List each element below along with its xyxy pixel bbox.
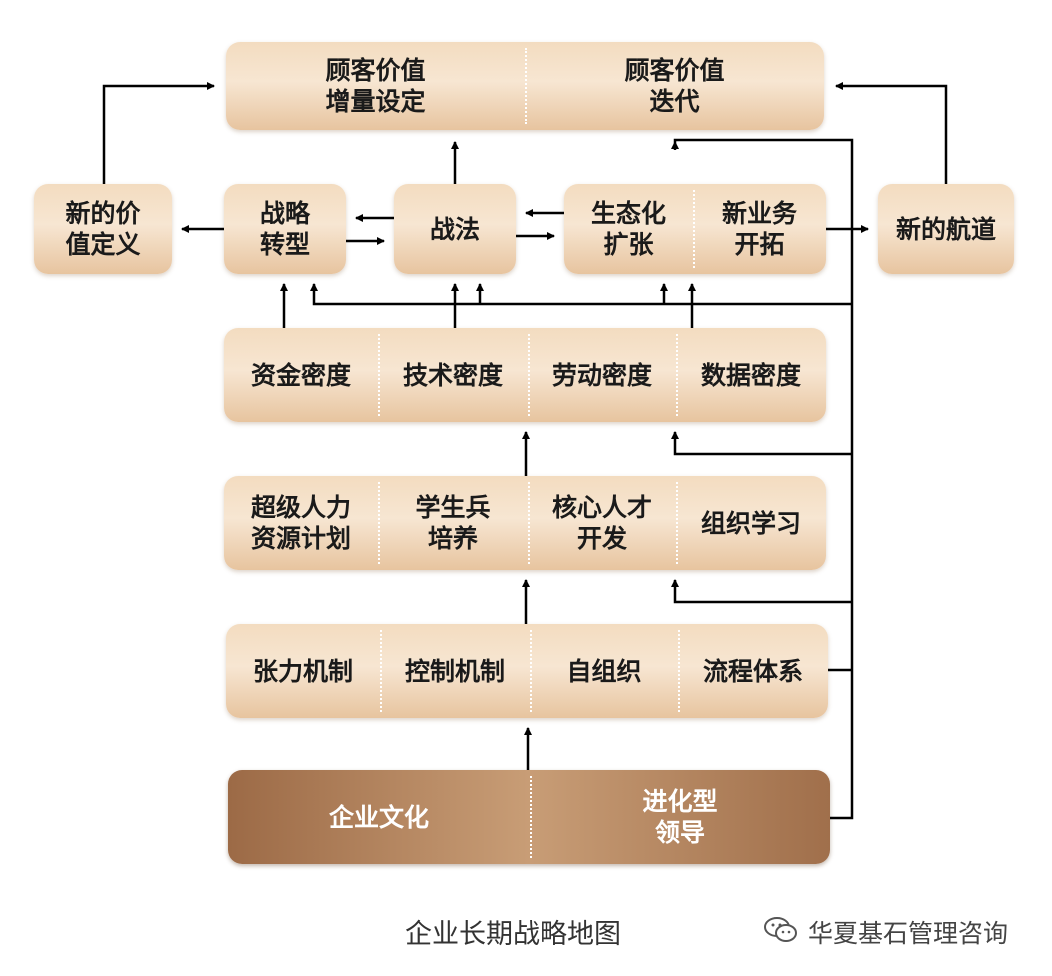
density-row-box: 资金密度 技术密度 劳动密度 数据密度 <box>224 328 826 422</box>
diagram-caption: 企业长期战略地图 <box>405 919 621 950</box>
divider <box>528 334 530 416</box>
process-system-label: 流程体系 <box>702 656 803 686</box>
arrow-feedback-to-density <box>671 431 852 456</box>
divider <box>693 190 695 268</box>
strategy-transformation-box: 战略 转型 <box>224 184 346 274</box>
organizational-learning-label: 组织学习 <box>700 508 801 538</box>
strategy-transformation-label: 战略 转型 <box>259 199 310 259</box>
customer-value-increment-label: 顾客价值 增量设定 <box>325 56 426 116</box>
customer-value-box: 顾客价值 增量设定 顾客价值 迭代 <box>226 42 824 130</box>
divider <box>678 630 680 712</box>
foundation-box: 企业文化 进化型 领导 <box>228 770 830 864</box>
student-soldier-training-label: 学生兵 培养 <box>415 493 491 553</box>
watermark-text: 华夏基石管理咨询 <box>808 919 1009 948</box>
arrow-feedback-to-talent <box>671 579 852 604</box>
arrow-definition-to-top <box>102 82 215 184</box>
talent-row-box: 超级人力 资源计划 学生兵 培养 核心人才 开发 组织学习 <box>224 476 826 570</box>
self-organization-label: 自组织 <box>566 656 642 686</box>
control-mechanism-label: 控制机制 <box>404 656 505 686</box>
new-channel-label: 新的航道 <box>895 214 996 244</box>
corporate-culture-label: 企业文化 <box>328 802 429 832</box>
technology-density-label: 技术密度 <box>402 360 503 390</box>
tactics-box: 战法 <box>394 184 516 274</box>
feedback-horizontal-line <box>310 283 852 306</box>
wechat-icon <box>764 916 798 944</box>
data-density-label: 数据密度 <box>700 360 801 390</box>
new-value-definition-box: 新的价 值定义 <box>34 184 172 274</box>
divider <box>530 630 532 712</box>
divider <box>380 630 382 712</box>
labor-density-label: 劳动密度 <box>551 360 652 390</box>
capital-density-label: 资金密度 <box>250 360 351 390</box>
new-channel-box: 新的航道 <box>878 184 1014 274</box>
super-hr-plan-label: 超级人力 资源计划 <box>250 493 351 553</box>
divider <box>530 776 532 858</box>
mechanism-row-box: 张力机制 控制机制 自组织 流程体系 <box>226 624 828 718</box>
divider <box>378 334 380 416</box>
new-value-definition-label: 新的价 值定义 <box>65 199 141 259</box>
tactics-label: 战法 <box>429 214 480 244</box>
new-business-label: 新业务 开拓 <box>721 199 797 259</box>
core-talent-development-label: 核心人才 开发 <box>551 493 652 553</box>
customer-value-iteration-label: 顾客价值 迭代 <box>624 56 725 116</box>
feedback-vertical-line <box>673 138 854 820</box>
divider <box>528 482 530 564</box>
eco-expansion-label: 生态化 扩张 <box>590 199 666 259</box>
tension-mechanism-label: 张力机制 <box>252 656 353 686</box>
divider <box>676 334 678 416</box>
divider <box>525 48 527 124</box>
arrow-channel-to-top <box>835 82 948 184</box>
eco-business-box: 生态化 扩张 新业务 开拓 <box>564 184 826 274</box>
evolutionary-leadership-label: 进化型 领导 <box>642 787 718 847</box>
divider <box>378 482 380 564</box>
divider <box>676 482 678 564</box>
